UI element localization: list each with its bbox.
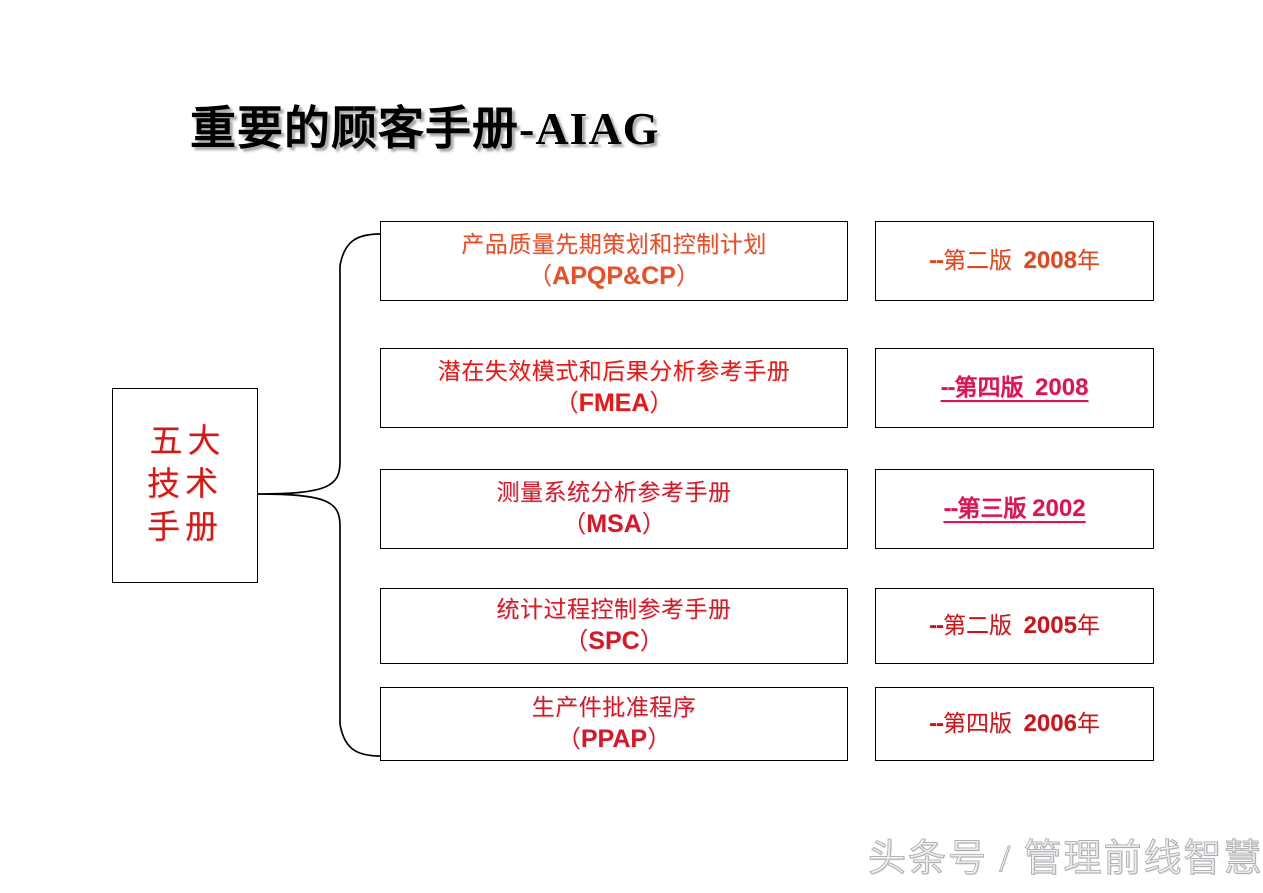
version-edition: 第二版 <box>943 613 1013 638</box>
watermark-text: 头条号 / 管理前线智慧吧 <box>868 838 1263 881</box>
version-dash: -- <box>929 710 944 737</box>
version-label-fmea: --第四版 2008 <box>941 373 1089 403</box>
manual-title-en-msa: （MSA） <box>562 508 666 541</box>
version-year: 2006 <box>1023 710 1077 737</box>
paren-open: （ <box>556 727 581 753</box>
brace-connector-icon <box>256 233 381 757</box>
manual-title-cn-fmea: 潜在失效模式和后果分析参考手册 <box>437 359 791 384</box>
manual-acronym: SPC <box>588 627 640 655</box>
paren-open: （ <box>554 391 579 417</box>
manual-box-apqp[interactable]: 产品质量先期策划和控制计划 （APQP&CP） <box>380 221 848 301</box>
version-box-apqp[interactable]: --第二版 2008年 <box>875 221 1154 301</box>
manual-acronym: FMEA <box>578 389 650 417</box>
manual-title-en-spc: （SPC） <box>564 625 663 658</box>
manual-title-en-fmea: （FMEA） <box>555 387 674 420</box>
manual-box-ppap[interactable]: 生产件批准程序 （PPAP） <box>380 687 848 761</box>
manual-title-en-apqp: （APQP&CP） <box>528 260 700 293</box>
paren-close: ） <box>649 391 674 417</box>
version-dash: -- <box>929 612 944 639</box>
page-title: 重要的顾客手册-AIAG <box>190 103 660 154</box>
version-box-msa[interactable]: --第三版 2002 <box>875 469 1154 549</box>
version-label-apqp: --第二版 2008年 <box>929 246 1100 276</box>
version-edition: 第四版 <box>943 711 1013 736</box>
manual-title-cn-apqp: 产品质量先期策划和控制计划 <box>461 232 767 257</box>
version-year: 2008 <box>1035 374 1089 401</box>
version-edition: 第三版 <box>957 496 1027 521</box>
manual-acronym: MSA <box>586 510 642 538</box>
manual-title-cn-spc: 统计过程控制参考手册 <box>496 597 732 622</box>
version-year-suffix: 年 <box>1076 613 1100 638</box>
paren-open: （ <box>562 512 587 538</box>
paren-close: ） <box>647 727 672 753</box>
paren-open: （ <box>528 264 553 290</box>
manual-box-msa[interactable]: 测量系统分析参考手册 （MSA） <box>380 469 848 549</box>
version-label-ppap: --第四版 2006年 <box>929 709 1100 739</box>
paren-close: ） <box>675 264 700 290</box>
paren-close: ） <box>639 629 664 655</box>
version-dash: -- <box>943 495 958 522</box>
manual-title-cn-ppap: 生产件批准程序 <box>531 695 697 720</box>
root-node-box: 五大技术手册 <box>112 388 258 583</box>
version-year-suffix: 年 <box>1076 711 1100 736</box>
manual-title-cn-msa: 测量系统分析参考手册 <box>496 480 732 505</box>
version-label-msa: --第三版 2002 <box>943 494 1085 524</box>
manual-title-en-ppap: （PPAP） <box>557 723 671 756</box>
version-edition: 第四版 <box>954 375 1024 400</box>
manual-box-spc[interactable]: 统计过程控制参考手册 （SPC） <box>380 588 848 664</box>
manual-acronym: APQP&CP <box>552 262 676 290</box>
version-box-fmea[interactable]: --第四版 2008 <box>875 348 1154 428</box>
manual-acronym: PPAP <box>580 725 648 753</box>
version-dash: -- <box>929 247 944 274</box>
version-year: 2005 <box>1023 612 1077 639</box>
manual-box-fmea[interactable]: 潜在失效模式和后果分析参考手册 （FMEA） <box>380 348 848 428</box>
root-node-label: 五大技术手册 <box>147 424 226 546</box>
version-label-spc: --第二版 2005年 <box>929 611 1100 641</box>
version-dash: -- <box>940 374 956 401</box>
paren-close: ） <box>641 512 666 538</box>
version-box-spc[interactable]: --第二版 2005年 <box>875 588 1154 664</box>
version-box-ppap[interactable]: --第四版 2006年 <box>875 687 1154 761</box>
version-year-suffix: 年 <box>1076 248 1100 273</box>
paren-open: （ <box>564 629 589 655</box>
version-year: 2008 <box>1023 247 1077 274</box>
version-edition: 第二版 <box>943 248 1013 273</box>
version-year: 2002 <box>1032 495 1086 522</box>
